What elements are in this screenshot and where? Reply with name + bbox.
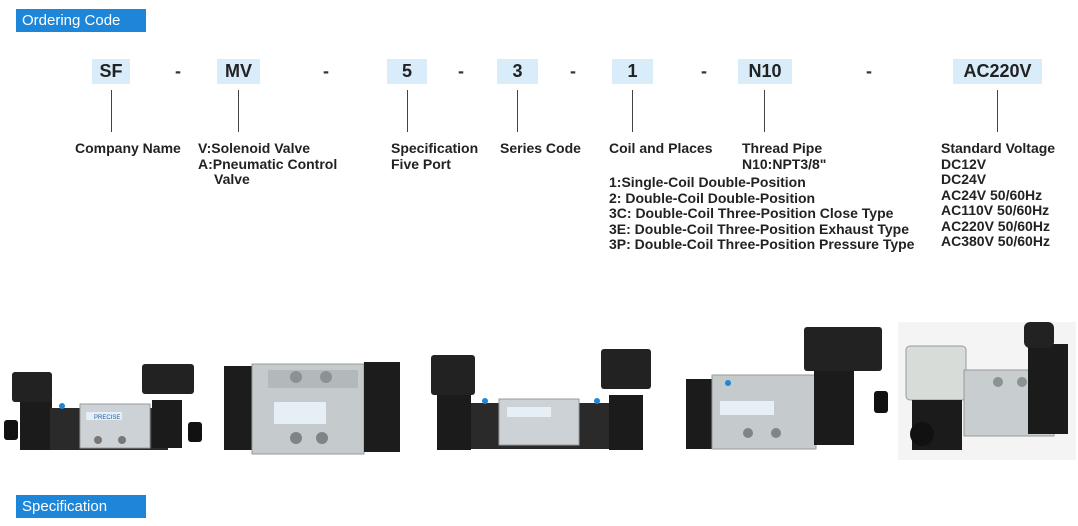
label-company-name: Company Name [75,140,181,156]
code-box-specification: 5 [387,59,427,84]
code-separator: - [458,61,464,81]
label-coil-places: Coil and Places [609,140,713,156]
connector-line [997,90,998,132]
code-box-thread: N10 [738,59,792,84]
connector-line [238,90,239,132]
product-brand-label: PRECISE [94,415,120,421]
label-thread-pipe: Thread Pipe N10:NPT3/8" [742,140,827,172]
code-separator: - [323,61,329,81]
code-box-voltage: AC220V [953,59,1042,84]
code-separator: - [701,61,707,81]
code-box-series: 3 [497,59,538,84]
label-coil-options: 1:Single-Coil Double-Position 2: Double-… [609,174,915,252]
code-separator: - [175,61,181,81]
code-separator: - [866,61,872,81]
product-image-single-coil [686,327,888,450]
code-separator: - [570,61,576,81]
connector-line [764,90,765,132]
connector-line [111,90,112,132]
code-box-company: SF [92,59,130,84]
label-specification: Specification Five Port [391,140,479,172]
connector-line [632,90,633,132]
code-box-valve-type: MV [217,59,260,84]
product-image-pneumatic-valve [224,362,400,455]
specification-heading: Specification [16,495,146,518]
product-image-double-coil-1: PRECISE [4,364,202,450]
label-standard-voltage: Standard Voltage DC12V DC24V AC24V 50/60… [941,140,1056,249]
product-image-angled-valve [898,322,1076,460]
label-valve-type: V:Solenoid Valve A:Pneumatic Control Val… [198,140,338,187]
connector-line [407,90,408,132]
product-image-double-coil-2 [431,349,651,450]
ordering-code-heading: Ordering Code [16,9,146,32]
product-gallery: PRECISE [0,322,1078,462]
label-series-code: Series Code [500,140,581,156]
code-box-coil: 1 [612,59,653,84]
connector-line [517,90,518,132]
